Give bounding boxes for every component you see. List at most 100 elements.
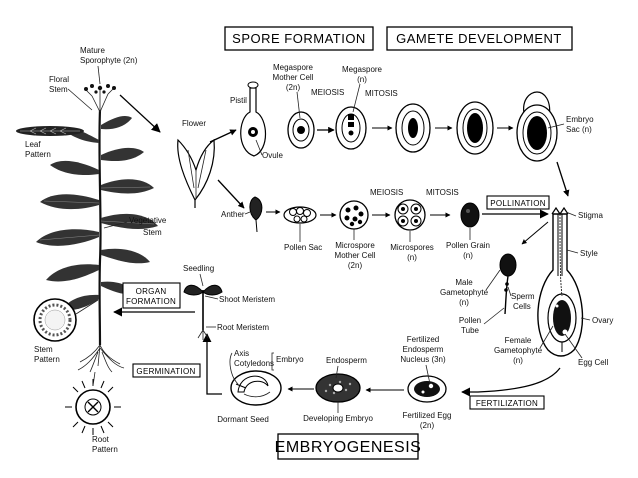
flower-illustration <box>177 138 215 208</box>
svg-text:ORGAN: ORGAN <box>136 287 167 296</box>
label-pollen-grain: Pollen Grain <box>446 241 490 250</box>
label-root-pattern: Root <box>92 435 110 444</box>
label-female-gametophyte-2: Gametophyte <box>494 346 543 355</box>
arrow-germination <box>202 333 222 395</box>
label-pollen-tube: Pollen <box>459 316 481 325</box>
label-vegetative-stem: Vegetative <box>129 216 167 225</box>
svg-text:FORMATION: FORMATION <box>126 297 176 306</box>
label-mature-sporophyte-2: Sporophyte (2n) <box>80 56 138 65</box>
label-ovule: Ovule <box>262 151 283 160</box>
label-stem-pattern: Stem <box>34 345 53 354</box>
pollen-sac-illustration <box>283 206 317 224</box>
label-stem-pattern-2: Pattern <box>34 355 60 364</box>
label-endosperm: Endosperm <box>326 356 367 365</box>
label-pollen-sac: Pollen Sac <box>284 243 322 252</box>
label-shoot-meristem: Shoot Meristem <box>219 295 275 304</box>
svg-text:GAMETE DEVELOPMENT: GAMETE DEVELOPMENT <box>396 31 562 46</box>
label-male-gametophyte: Male <box>455 278 473 287</box>
label-vegetative-stem-2: Stem <box>143 228 162 237</box>
label-dormant-seed: Dormant Seed <box>217 415 269 424</box>
label-seedling: Seedling <box>183 264 214 273</box>
pistil-ovule-illustration <box>240 81 267 157</box>
megaspore-mother-cell-ovule <box>287 111 315 149</box>
label-root-meristem: Root Meristem <box>217 323 269 332</box>
header-gamete-development: GAMETE DEVELOPMENT <box>386 26 573 51</box>
label-mature-sporophyte: Mature <box>80 46 105 55</box>
label-megaspore: Megaspore <box>342 65 383 74</box>
microspores-illustration <box>394 199 426 231</box>
label-ovary: Ovary <box>592 316 613 325</box>
label-flower: Flower <box>182 119 206 128</box>
embryo-sac-ovule <box>516 91 558 162</box>
leaf-pattern-illustration <box>16 126 84 136</box>
stage-box-germination: GERMINATION <box>132 363 201 378</box>
anther-illustration <box>249 196 263 233</box>
label-leaf-pattern: Leaf <box>25 140 41 149</box>
label-male-mitosis: MITOSIS <box>426 188 459 197</box>
label-fertilized-egg-2: (2n) <box>420 421 435 430</box>
label-fertilized-endosperm: Fertilized <box>407 335 439 344</box>
mature-sporophyte-plant <box>36 84 158 373</box>
label-fertilized-endosperm-3: Nucleus (3n) <box>400 355 446 364</box>
developing-embryo-illustration <box>315 373 361 403</box>
megaspore-ovule <box>335 106 367 150</box>
label-floral-stem-2: Stem <box>49 85 68 94</box>
label-megaspore-mother-cell-2: Mother Cell <box>273 73 314 82</box>
header-embryogenesis: EMBRYOGENESIS <box>275 433 422 460</box>
stem-pattern-illustration <box>33 298 77 342</box>
pistil-detail-illustration <box>537 206 584 357</box>
label-embryo: Embryo <box>276 355 304 364</box>
svg-text:POLLINATION: POLLINATION <box>490 199 546 208</box>
label-megaspore-mother-cell-3: (2n) <box>286 83 301 92</box>
label-female-gametophyte-3: (n) <box>513 356 523 365</box>
stage-box-fertilization: FERTILIZATION <box>469 395 545 410</box>
developing-embryo-sac-ovule-2 <box>456 101 494 155</box>
label-leaf-pattern-2: Pattern <box>25 150 51 159</box>
label-female-mitosis: MITOSIS <box>365 89 398 98</box>
label-pollen-tube-2: Tube <box>461 326 479 335</box>
label-fertilized-endosperm-2: Endosperm <box>403 345 444 354</box>
label-male-gametophyte-2: Gametophyte <box>440 288 489 297</box>
label-pollen-grain-2: (n) <box>463 251 473 260</box>
svg-text:FERTILIZATION: FERTILIZATION <box>476 399 538 408</box>
label-male-gametophyte-3: (n) <box>459 298 469 307</box>
fertilized-egg-illustration <box>407 375 447 403</box>
dormant-seed-illustration <box>230 370 282 406</box>
label-male-meiosis: MEIOSIS <box>370 188 403 197</box>
label-embryo-sac: Embryo <box>566 115 594 124</box>
label-fertilized-egg: Fertilized Egg <box>403 411 452 420</box>
label-developing-embryo: Developing Embryo <box>303 414 373 423</box>
label-microspore-mother-cell-2: Mother Cell <box>335 251 376 260</box>
label-female-meiosis: MEIOSIS <box>311 88 344 97</box>
root-pattern-illustration <box>65 379 121 435</box>
label-axis: Axis <box>234 349 249 358</box>
label-megaspore-2: (n) <box>357 75 367 84</box>
pollen-grain-illustration <box>460 202 480 228</box>
label-stigma: Stigma <box>578 211 603 220</box>
label-microspore-mother-cell: Microspore <box>335 241 375 250</box>
label-pistil: Pistil <box>230 96 247 105</box>
seedling-illustration <box>183 284 223 340</box>
arrow-plant-to-flower <box>119 94 161 133</box>
label-floral-stem: Floral <box>49 75 69 84</box>
header-spore-formation: SPORE FORMATION <box>224 26 374 51</box>
label-microspore-mother-cell-3: (2n) <box>348 261 363 270</box>
label-anther: Anther <box>221 210 245 219</box>
svg-text:EMBRYOGENESIS: EMBRYOGENESIS <box>275 439 422 456</box>
label-female-gametophyte: Female <box>505 336 532 345</box>
label-sperm-cells: Sperm <box>511 292 535 301</box>
label-sperm-cells-2: Cells <box>513 302 531 311</box>
microspore-mother-cell-illustration <box>339 200 369 230</box>
label-egg-cell: Egg Cell <box>578 358 608 367</box>
svg-text:SPORE FORMATION: SPORE FORMATION <box>232 31 366 46</box>
label-cotyledons: Cotyledons <box>234 359 274 368</box>
svg-text:GERMINATION: GERMINATION <box>136 367 195 376</box>
label-microspores-2: (n) <box>407 253 417 262</box>
arrow-fertilization <box>461 367 561 397</box>
label-style: Style <box>580 249 598 258</box>
label-embryo-sac-2: Sac (n) <box>566 125 592 134</box>
stage-box-pollination: POLLINATION <box>486 195 550 210</box>
stage-box-organ-formation: ORGAN FORMATION <box>122 282 181 309</box>
